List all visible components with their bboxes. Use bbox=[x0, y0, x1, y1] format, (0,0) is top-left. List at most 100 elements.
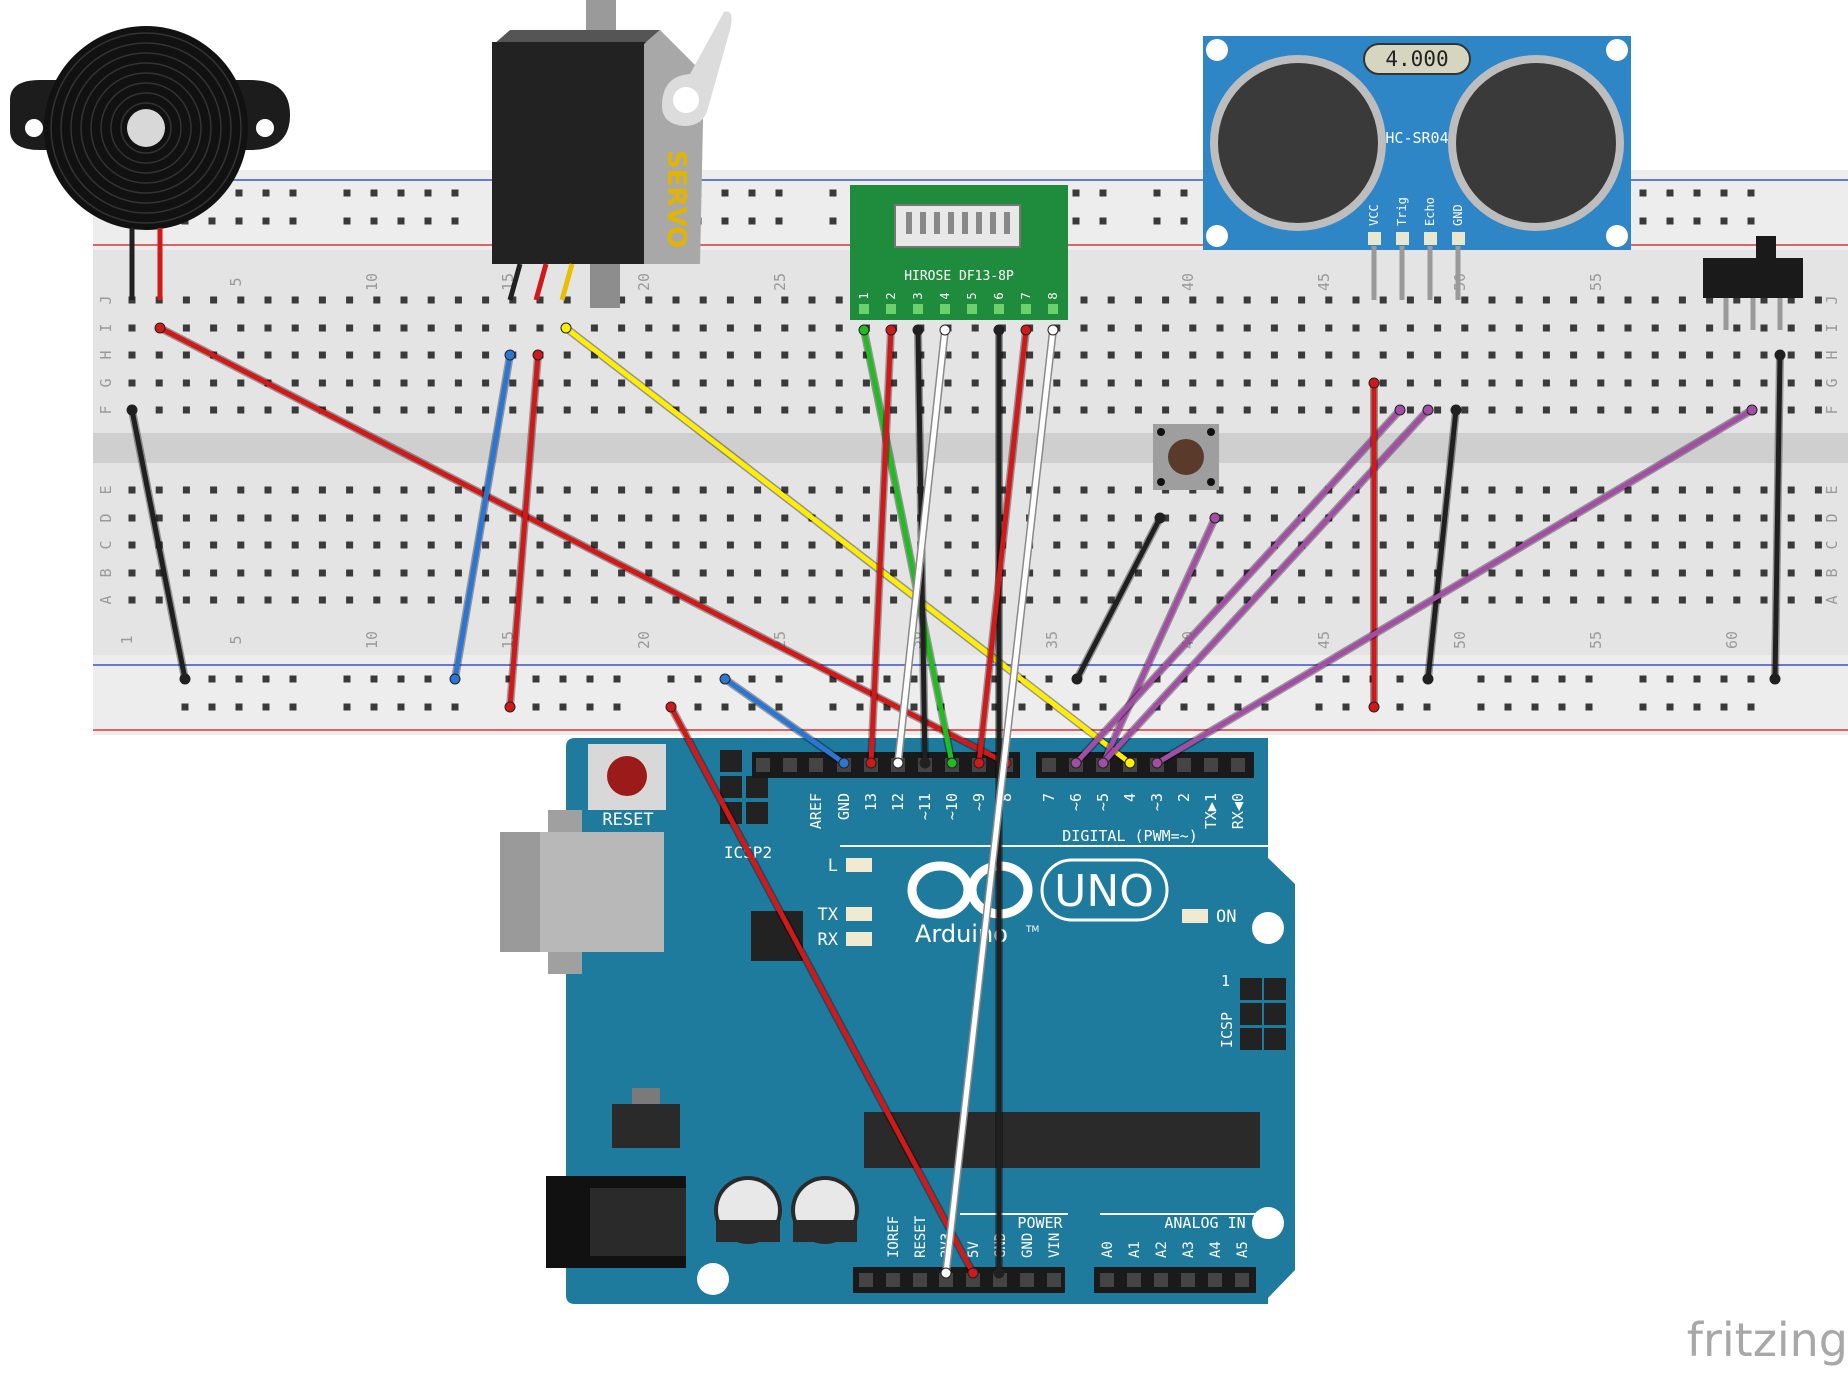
power-label: POWER bbox=[1017, 1214, 1063, 1232]
breadboard-hole bbox=[563, 569, 571, 577]
breadboard-hole bbox=[1379, 486, 1387, 494]
breadboard-hole bbox=[1624, 514, 1632, 522]
breadboard-hole bbox=[536, 296, 544, 304]
breadboard-hole bbox=[998, 596, 1006, 604]
breadboard-hole bbox=[1352, 514, 1360, 522]
breadboard-hole bbox=[971, 541, 979, 549]
breadboard-hole bbox=[699, 486, 707, 494]
breadboard-hole bbox=[1706, 406, 1714, 414]
wire-end bbox=[1368, 377, 1380, 389]
breadboard-hole bbox=[1706, 541, 1714, 549]
breadboard-hole bbox=[726, 379, 734, 387]
breadboard-hole bbox=[808, 351, 816, 359]
breadboard-hole bbox=[998, 379, 1006, 387]
rail-hole bbox=[613, 675, 621, 683]
rail-hole bbox=[1558, 675, 1566, 683]
rail-hole bbox=[1099, 217, 1107, 225]
jumper-wire bbox=[1154, 407, 1755, 766]
breadboard-hole bbox=[182, 596, 190, 604]
breadboard-hole bbox=[400, 514, 408, 522]
hirose-contact bbox=[934, 212, 940, 234]
breadboard-hole bbox=[1434, 406, 1442, 414]
breadboard-hole bbox=[1325, 296, 1333, 304]
breadboard-hole bbox=[482, 296, 490, 304]
buzzer-ring bbox=[100, 82, 192, 174]
breadboard-hole bbox=[1216, 486, 1224, 494]
breadboard-hole bbox=[1570, 351, 1578, 359]
breadboard-hole bbox=[1733, 379, 1741, 387]
hirose-pin-pad bbox=[994, 304, 1004, 314]
breadboard-hole bbox=[318, 324, 326, 332]
rail-hole bbox=[586, 703, 594, 711]
breadboard-hole bbox=[182, 379, 190, 387]
wire-end bbox=[449, 673, 461, 685]
column-number: 25 bbox=[771, 273, 789, 291]
breadboard-hole bbox=[1162, 324, 1170, 332]
breadboard-hole bbox=[373, 514, 381, 522]
wire-end bbox=[993, 324, 1005, 336]
breadboard-hole bbox=[590, 596, 598, 604]
wire-end bbox=[973, 757, 985, 769]
breadboard-hole bbox=[1515, 541, 1523, 549]
breadboard-hole bbox=[1787, 486, 1795, 494]
breadboard-hole bbox=[998, 351, 1006, 359]
breadboard-hole bbox=[1787, 541, 1795, 549]
rail-hole bbox=[910, 675, 918, 683]
arduino-uno-board: RESETICSP2AREFGND1312~11~10~987~6~54~32T… bbox=[500, 738, 1295, 1304]
column-number: 5 bbox=[227, 277, 245, 286]
breadboard-hole bbox=[318, 296, 326, 304]
row-letter: G bbox=[97, 378, 115, 387]
row-letter: E bbox=[97, 485, 115, 494]
column-number: 50 bbox=[1451, 631, 1469, 649]
breadboard-hole bbox=[1325, 379, 1333, 387]
power-jack-inner bbox=[590, 1188, 686, 1256]
breadboard-hole bbox=[618, 379, 626, 387]
rail-hole bbox=[1099, 189, 1107, 197]
wire-end bbox=[1097, 757, 1109, 769]
breadboard-hole bbox=[1733, 569, 1741, 577]
wire-end bbox=[504, 701, 516, 713]
row-letter: H bbox=[1823, 350, 1841, 359]
breadboard-hole bbox=[1570, 406, 1578, 414]
breadboard-hole bbox=[1624, 296, 1632, 304]
jumper-wire bbox=[563, 325, 1133, 766]
breadboard-hole bbox=[971, 406, 979, 414]
sensor-mount-hole bbox=[1206, 225, 1228, 247]
breadboard-hole bbox=[1325, 596, 1333, 604]
breadboard-hole bbox=[590, 486, 598, 494]
buzzer-center bbox=[127, 109, 165, 147]
breadboard-hole bbox=[1488, 324, 1496, 332]
breadboard-hole bbox=[1488, 514, 1496, 522]
rail-hole bbox=[424, 217, 432, 225]
breadboard-hole bbox=[672, 351, 680, 359]
breadboard-hole bbox=[618, 541, 626, 549]
breadboard-hole bbox=[291, 324, 299, 332]
jumper-wire bbox=[895, 327, 948, 766]
breadboard-hole bbox=[1026, 596, 1034, 604]
digital-header-socket bbox=[1204, 758, 1218, 772]
breadboard-hole bbox=[1270, 324, 1278, 332]
breadboard-hole bbox=[1515, 324, 1523, 332]
breadboard-hole bbox=[1488, 379, 1496, 387]
rail-hole bbox=[1153, 217, 1161, 225]
jumper-wire bbox=[868, 327, 894, 766]
breadboard-hole bbox=[454, 514, 462, 522]
capacitor-band bbox=[716, 1220, 780, 1242]
servo-motor: SERVO bbox=[492, 0, 732, 308]
wire-end bbox=[1047, 324, 1059, 336]
breadboard-hole bbox=[1597, 486, 1605, 494]
uno-label: UNO bbox=[1054, 866, 1154, 917]
breadboard-hole bbox=[1733, 596, 1741, 604]
breadboard-hole bbox=[1379, 296, 1387, 304]
breadboard-hole bbox=[862, 406, 870, 414]
breadboard-hole bbox=[862, 514, 870, 522]
row-letter: E bbox=[1823, 485, 1841, 494]
wire-end bbox=[1020, 324, 1032, 336]
breadboard-hole bbox=[346, 541, 354, 549]
breadboard-hole bbox=[373, 324, 381, 332]
breadboard-hole bbox=[1488, 351, 1496, 359]
breadboard-hole bbox=[1461, 379, 1469, 387]
row-letter: I bbox=[1823, 323, 1841, 332]
breadboard-hole bbox=[672, 296, 680, 304]
hirose-contact bbox=[1004, 212, 1010, 234]
